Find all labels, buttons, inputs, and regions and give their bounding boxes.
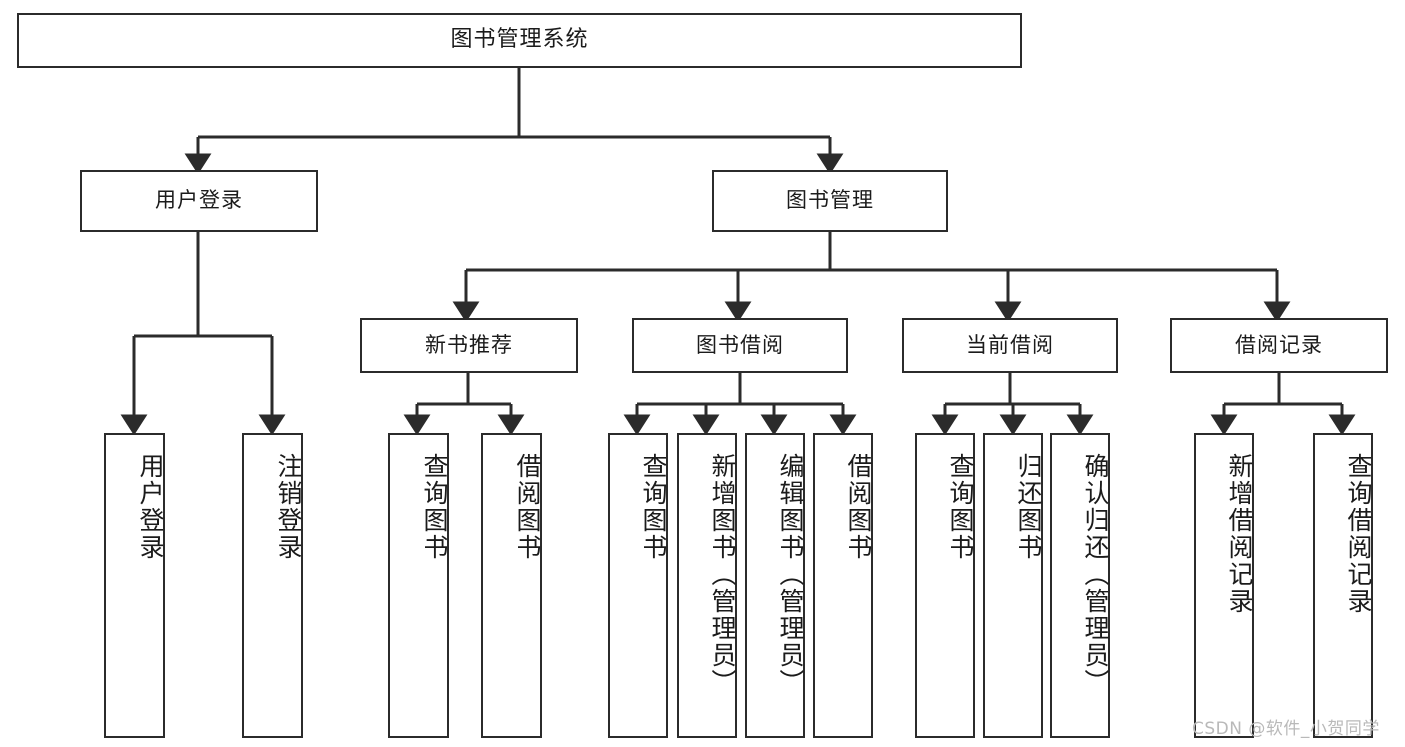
node-leaf-borrow-book-1[interactable]: 借阅图书 [481,433,542,738]
node-leaf-return-book-label: 归还图书 [1014,453,1043,561]
node-leaf-add-book-label: 新增图书（管理员） [708,453,737,696]
node-book-borrow-label: 图书借阅 [696,332,784,357]
node-leaf-edit-book-label: 编辑图书（管理员） [776,453,805,696]
node-leaf-add-book[interactable]: 新增图书（管理员） [677,433,737,738]
node-leaf-query-book-1-label: 查询图书 [420,453,449,561]
node-leaf-borrow-book-2[interactable]: 借阅图书 [813,433,873,738]
node-leaf-edit-book[interactable]: 编辑图书（管理员） [745,433,805,738]
node-leaf-borrow-book-1-label: 借阅图书 [513,453,542,561]
node-root-label: 图书管理系统 [450,27,589,53]
node-leaf-confirm-return[interactable]: 确认归还（管理员） [1050,433,1110,738]
node-leaf-query-record[interactable]: 查询借阅记录 [1313,433,1373,738]
node-leaf-add-record-label: 新增借阅记录 [1225,453,1254,615]
node-root[interactable]: 图书管理系统 [17,13,1022,68]
node-leaf-query-book-2-label: 查询图书 [639,453,668,561]
node-new-book-recommend[interactable]: 新书推荐 [360,318,578,373]
node-new-book-recommend-label: 新书推荐 [425,332,513,357]
node-leaf-add-record[interactable]: 新增借阅记录 [1194,433,1254,738]
node-leaf-query-book-3[interactable]: 查询图书 [915,433,975,738]
node-leaf-logout[interactable]: 注销登录 [242,433,303,738]
node-leaf-query-record-label: 查询借阅记录 [1344,453,1373,615]
node-borrow-record-label: 借阅记录 [1235,332,1323,357]
node-leaf-borrow-book-2-label: 借阅图书 [844,453,873,561]
node-leaf-logout-label: 注销登录 [274,453,303,561]
node-current-borrow-label: 当前借阅 [966,332,1054,357]
node-user-login-label: 用户登录 [155,188,243,213]
node-book-borrow[interactable]: 图书借阅 [632,318,848,373]
node-leaf-confirm-return-label: 确认归还（管理员） [1081,453,1110,696]
node-leaf-user-login[interactable]: 用户登录 [104,433,165,738]
node-book-management[interactable]: 图书管理 [712,170,948,232]
node-leaf-user-login-label: 用户登录 [136,453,165,561]
node-borrow-record[interactable]: 借阅记录 [1170,318,1388,373]
node-leaf-query-book-1[interactable]: 查询图书 [388,433,449,738]
node-book-management-label: 图书管理 [786,188,874,213]
watermark-text: CSDN @软件_小贺同学 [1192,719,1380,739]
node-leaf-query-book-2[interactable]: 查询图书 [608,433,668,738]
node-user-login[interactable]: 用户登录 [80,170,318,232]
node-current-borrow[interactable]: 当前借阅 [902,318,1118,373]
node-leaf-return-book[interactable]: 归还图书 [983,433,1043,738]
node-leaf-query-book-3-label: 查询图书 [946,453,975,561]
